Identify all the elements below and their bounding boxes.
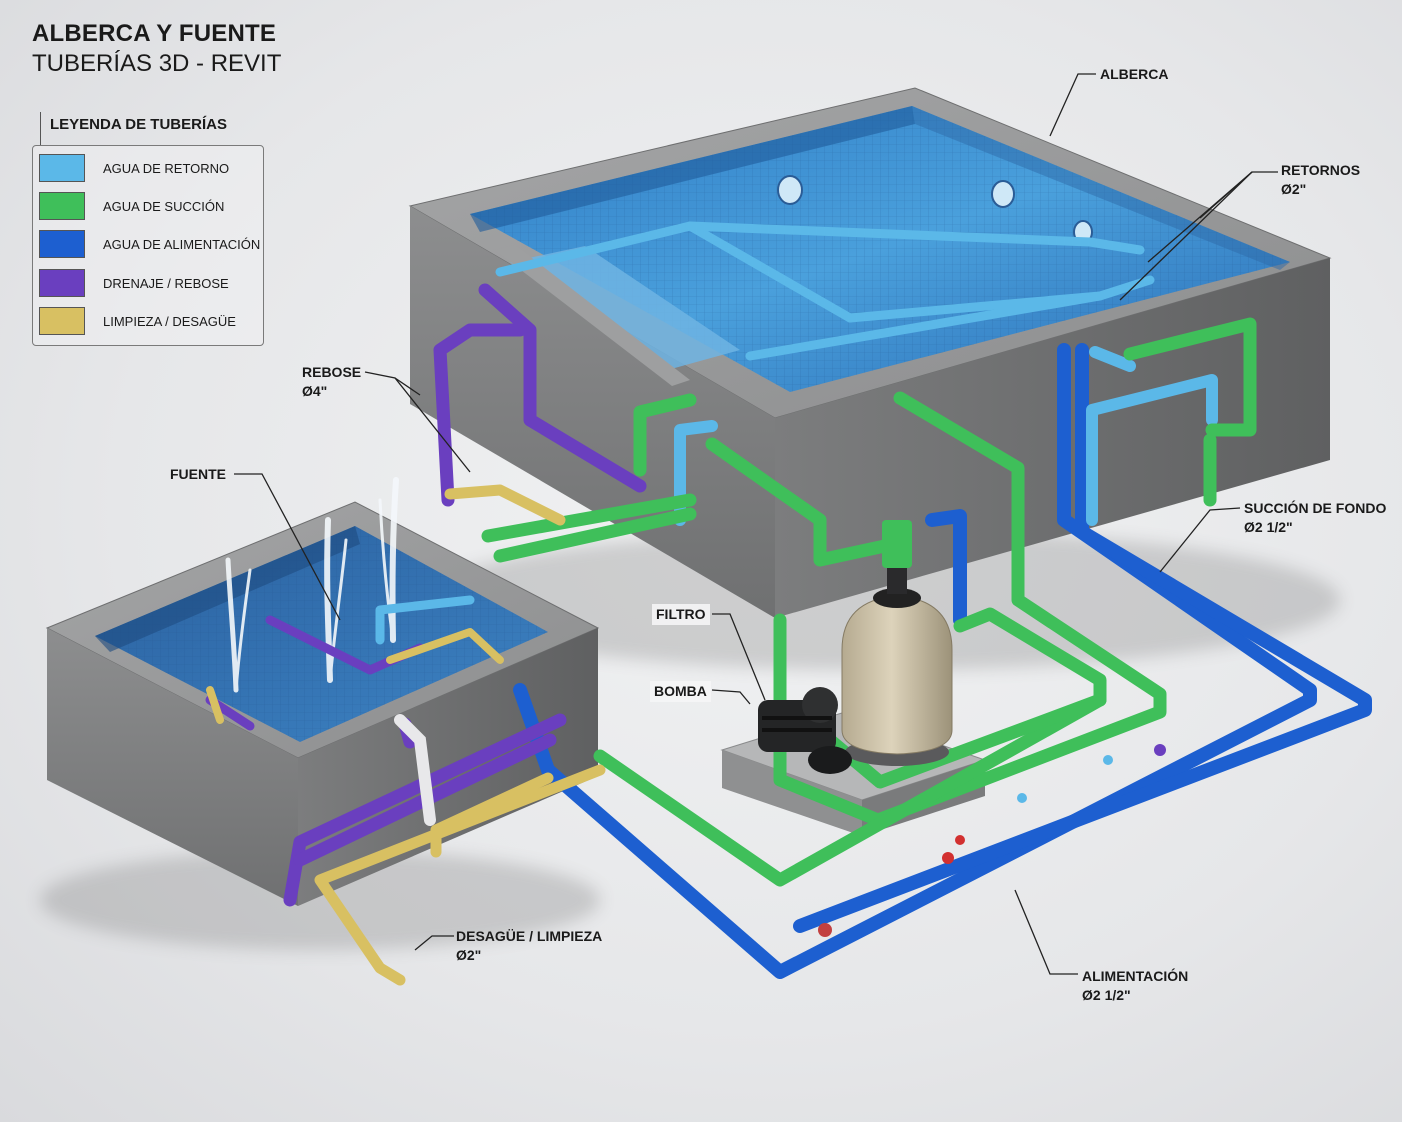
legend-swatch	[39, 192, 85, 220]
filter-tank	[841, 520, 953, 766]
fountain-jets	[225, 477, 399, 693]
retorno-pipes-alberca	[495, 221, 1155, 361]
white-drain-pipe	[394, 714, 436, 826]
legend-label: AGUA DE ALIMENTACIÓN	[103, 237, 261, 252]
callout-alberca: ALBERCA	[1100, 65, 1168, 84]
callout-label: SUCCIÓN DE FONDO	[1244, 500, 1387, 516]
legend-item-succion: AGUA DE SUCCIÓN	[39, 192, 259, 222]
callout-alimentacion: ALIMENTACIÓN Ø2 1/2"	[1082, 967, 1188, 1005]
callout-succion-fondo: SUCCIÓN DE FONDO Ø2 1/2"	[1244, 499, 1386, 537]
callout-label: ALIMENTACIÓN	[1082, 968, 1189, 984]
callout-label: ALBERCA	[1100, 66, 1169, 82]
pump	[758, 687, 852, 774]
callout-label: REBOSE	[302, 364, 362, 380]
leader-lines	[234, 73, 1278, 975]
callout-retornos: RETORNOS Ø2"	[1281, 161, 1360, 199]
return-nozzle	[777, 175, 803, 205]
legend-label: AGUA DE RETORNO	[103, 161, 230, 176]
legend-item-alimentacion: AGUA DE ALIMENTACIÓN	[39, 230, 261, 260]
legend: AGUA DE RETORNO AGUA DE SUCCIÓN AGUA DE …	[32, 145, 264, 346]
legend-swatch	[39, 269, 85, 297]
fuente-internal-pipes	[205, 595, 504, 731]
alimentacion-pipes	[513, 343, 1372, 979]
callout-size: Ø2 1/2"	[1082, 987, 1131, 1003]
callout-size: Ø2 1/2"	[1244, 519, 1293, 535]
callout-size: Ø2"	[1281, 181, 1307, 197]
legend-heading: LEYENDA DE TUBERÍAS	[50, 116, 227, 133]
legend-item-limpieza: LIMPIEZA / DESAGÜE	[39, 307, 259, 337]
legend-item-retorno: AGUA DE RETORNO	[39, 154, 259, 184]
alberca-pool	[408, 87, 1332, 618]
callout-size: Ø2"	[456, 947, 482, 963]
valves	[818, 744, 1166, 937]
legend-label: AGUA DE SUCCIÓN	[103, 199, 225, 214]
callout-filtro: FILTRO	[652, 604, 710, 625]
callout-label: FILTRO	[656, 606, 706, 622]
callout-bomba: BOMBA	[650, 681, 711, 702]
legend-label: DRENAJE / REBOSE	[103, 276, 229, 291]
legend-swatch	[39, 307, 85, 335]
callout-label: RETORNOS	[1281, 162, 1361, 178]
limpieza-pipes	[314, 484, 606, 986]
succion-pipes	[481, 317, 1257, 887]
callout-fuente: FUENTE	[170, 465, 226, 484]
return-nozzle	[991, 180, 1015, 208]
legend-label: LIMPIEZA / DESAGÜE	[103, 314, 236, 329]
callout-label: BOMBA	[654, 683, 707, 699]
diagram-subtitle: TUBERÍAS 3D - REVIT	[32, 50, 282, 77]
callout-label: FUENTE	[170, 466, 226, 482]
callout-label: DESAGÜE / LIMPIEZA	[456, 928, 603, 944]
callout-desague: DESAGÜE / LIMPIEZA Ø2"	[456, 927, 602, 965]
legend-tick	[40, 112, 41, 146]
callout-rebose: REBOSE Ø4"	[302, 363, 361, 401]
diagram-title: ALBERCA Y FUENTE	[32, 20, 277, 47]
retorno-pipes-external	[674, 346, 1218, 526]
callout-size: Ø4"	[302, 383, 328, 399]
legend-swatch	[39, 230, 85, 258]
legend-swatch	[39, 154, 85, 182]
legend-item-drenaje: DRENAJE / REBOSE	[39, 269, 259, 299]
